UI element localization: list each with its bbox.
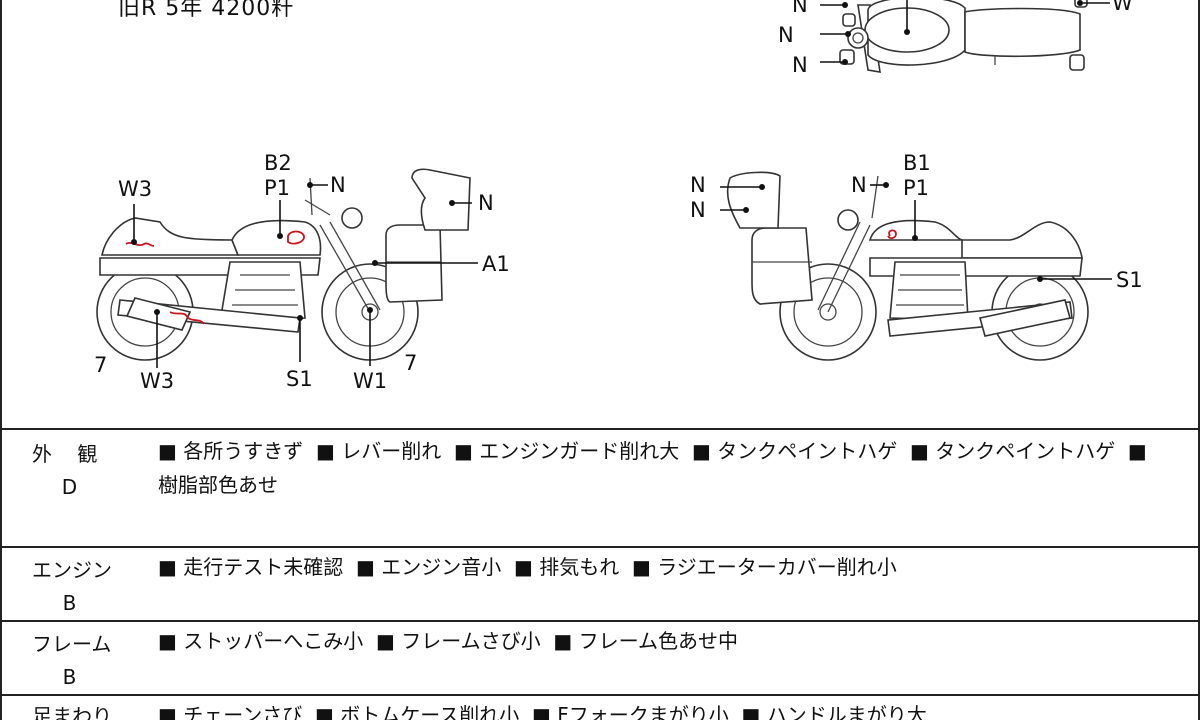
right-label-n-box-upper: N: [690, 173, 706, 197]
left-label-p1: P1: [264, 176, 290, 200]
right-label-b1: B1: [903, 151, 931, 175]
section-exterior: 外 観 D ■ 各所うすきず ■ レバー削れ ■ エンジンガード削れ大 ■ タン…: [0, 428, 1200, 546]
section-name: エンジン: [32, 558, 112, 582]
right-label-p1: P1: [903, 176, 929, 200]
top-view-motorcycle: [839, 0, 1088, 73]
section-items: ■ 各所うすきず ■ レバー削れ ■ エンジンガード削れ大 ■ タンクペイントハ…: [158, 434, 1170, 502]
section-grade: B: [62, 591, 77, 615]
item: ■ Fフォークまがり小: [531, 703, 729, 720]
section-items: ■ 走行テスト未確認 ■ エンジン音小 ■ 排気もれ ■ ラジエーターカバー削れ…: [158, 550, 1170, 584]
section-items: ■ ストッパーへこみ小 ■ フレームさび小 ■ フレーム色あせ中: [158, 624, 1170, 658]
section-name: フレーム: [32, 632, 112, 656]
section-name: 足まわり: [32, 704, 112, 720]
item: ■ チェーンさび: [158, 703, 303, 720]
section-suspension: 足まわり ■ チェーンさび ■ ボトムケース削れ小 ■ Fフォークまがり小 ■ …: [0, 694, 1200, 720]
right-label-n-mirror: N: [851, 173, 867, 197]
section-frame: フレーム B ■ ストッパーへこみ小 ■ フレームさび小 ■ フレーム色あせ中: [0, 620, 1200, 694]
item: ■ エンジン音小: [355, 555, 502, 579]
left-label-w1: W1: [353, 369, 387, 393]
item: ■ フレーム色あせ中: [553, 629, 739, 653]
section-engine: エンジン B ■ 走行テスト未確認 ■ エンジン音小 ■ 排気もれ ■ ラジエー…: [0, 546, 1200, 620]
item: ■ 各所うすきず: [158, 439, 304, 463]
top-label-n2: N: [778, 23, 794, 47]
left-label-w3-muffler: W3: [140, 369, 174, 393]
item: ■ 排気もれ: [513, 555, 620, 579]
section-name: 外 観: [32, 442, 98, 466]
item: 樹脂部色あせ: [158, 473, 278, 497]
section-grade: D: [61, 475, 78, 499]
item: ■ フレームさび小: [375, 629, 541, 653]
motorcycle-damage-diagram: N N N W W3 B2 P1 N N A1 7: [94, 0, 1143, 393]
item: ■ タンクペイントハゲ: [691, 439, 898, 463]
item: ■ レバー削れ: [315, 439, 442, 463]
section-grade: B: [62, 665, 77, 689]
left-label-mirror: N: [330, 173, 346, 197]
top-label-n1: N: [792, 0, 808, 17]
item: ■ ラジエーターカバー削れ小: [631, 555, 897, 579]
item: ■ タンクペイントハゲ: [909, 439, 1116, 463]
left-label-7-rear: 7: [94, 353, 107, 377]
item: ■ ストッパーへこみ小: [158, 629, 364, 653]
left-label-box: N: [478, 191, 494, 215]
right-label-s1: S1: [1116, 268, 1143, 292]
left-label-7-front: 7: [404, 351, 417, 375]
item: ■ ハンドルまがり大: [741, 703, 927, 720]
item: ■ 走行テスト未確認: [158, 555, 344, 579]
top-label-n3: N: [792, 53, 808, 77]
right-side-motorcycle: [726, 171, 1089, 361]
left-label-s1: S1: [286, 367, 313, 391]
section-items: ■ チェーンさび ■ ボトムケース削れ小 ■ Fフォークまがり小 ■ ハンドルま…: [158, 698, 1170, 720]
item: ■: [1127, 439, 1147, 463]
top-label-w: W: [1112, 0, 1133, 15]
left-label-b2: B2: [264, 151, 292, 175]
mileage-note: 旧R 5年 4200粁: [118, 0, 295, 21]
item: ■ エンジンガード削れ大: [453, 439, 680, 463]
right-label-n-box-lower: N: [690, 198, 706, 222]
item: ■ ボトムケース削れ小: [314, 703, 520, 720]
left-label-w3-upper: W3: [118, 177, 152, 201]
left-label-a1: A1: [482, 252, 510, 276]
